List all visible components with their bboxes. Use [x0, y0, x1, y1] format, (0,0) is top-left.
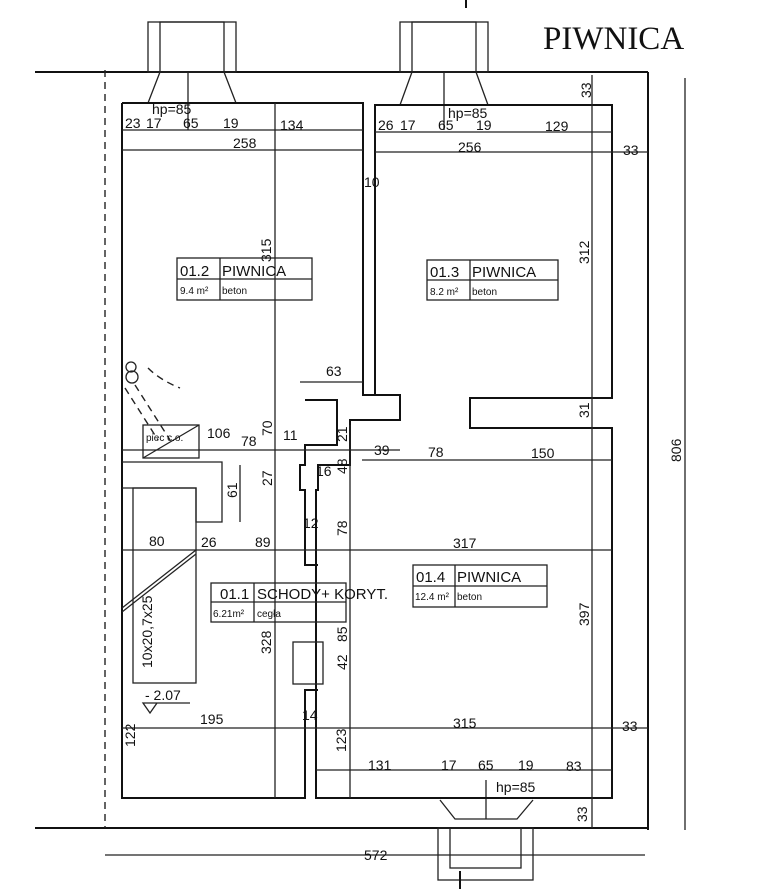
label-text: 572: [364, 847, 388, 863]
label-text: hp=85: [496, 779, 536, 795]
label-text: beton: [457, 592, 482, 603]
label-text: beton: [472, 287, 497, 298]
label-text: 17: [441, 757, 457, 773]
label-text: 397: [576, 602, 592, 626]
label-text: 134: [280, 117, 304, 133]
label-text: 01.1: [220, 586, 249, 603]
label-text: 16: [316, 463, 332, 479]
label-text: 21: [334, 426, 350, 442]
label-text: 17: [400, 117, 416, 133]
label-text: 01.2: [180, 263, 209, 280]
label-text: 10: [364, 174, 380, 190]
label-text: 65: [183, 115, 199, 131]
stove-co: [124, 361, 200, 459]
page-title: PIWNICA: [543, 21, 684, 57]
label-text: 17: [146, 115, 162, 131]
label-text: 01.3: [430, 264, 459, 281]
label-text: 6.21m²: [213, 609, 245, 620]
label-text: 123: [333, 728, 349, 752]
level-marker: - 2.07: [141, 687, 190, 715]
label-text: beton: [222, 286, 247, 297]
label-text: 11: [283, 427, 298, 443]
label-text: hp=85: [152, 101, 192, 117]
label-text: 19: [223, 115, 239, 131]
label-text: 31: [576, 402, 592, 418]
label-text: 78: [428, 444, 444, 460]
label-text: 195: [200, 711, 224, 727]
label-text: 78: [241, 433, 257, 449]
label-text: 129: [545, 118, 569, 134]
room-label-01-4: 01.4 PIWNICA 12.4 m² beton: [412, 564, 548, 608]
label-text: 328: [258, 630, 274, 654]
dimension-texts: 23 17 65 19 134 258 hp=85 26 17 65 19 12…: [122, 82, 684, 863]
dimension-lines: [105, 75, 686, 856]
label-text: 8.2 m²: [430, 287, 459, 298]
stairs-label: 10x20,7x25: [139, 595, 155, 668]
label-text: 14: [302, 707, 318, 723]
label-text: 65: [478, 757, 494, 773]
label-text: 19: [518, 757, 534, 773]
room-label-01-1: 01.1 SCHODY+ KORYT. 6.21m² cegła: [210, 582, 388, 623]
label-text: 48: [334, 458, 350, 474]
label-text: 9.4 m²: [180, 286, 209, 297]
label-text: 122: [122, 723, 138, 747]
label-text: PIWNICA: [457, 569, 521, 586]
outer-walls: [35, 70, 649, 830]
label-text: 33: [578, 82, 594, 98]
label-text: SCHODY+ KORYT.: [257, 586, 388, 603]
label-text: 27: [259, 470, 275, 486]
label-text: 19: [476, 117, 492, 133]
label-text: 70: [259, 420, 275, 436]
label-text: 61: [224, 482, 240, 498]
label-text: 26: [201, 534, 217, 550]
label-text: 12.4 m²: [415, 592, 450, 603]
label-text: 150: [531, 445, 555, 461]
label-text: 63: [326, 363, 342, 379]
label-text: 65: [438, 117, 454, 133]
label-text: PIWNICA: [222, 263, 286, 280]
label-text: 256: [458, 139, 482, 155]
label-text: 12: [303, 515, 319, 531]
label-text: 85: [334, 626, 350, 642]
label-text: 42: [334, 654, 350, 670]
label-text: 315: [258, 238, 274, 262]
label-text: 33: [623, 142, 639, 158]
label-text: 315: [453, 715, 477, 731]
label-text: 78: [334, 520, 350, 536]
label-text: 39: [374, 442, 390, 458]
window-wells: [147, 0, 534, 889]
label-text: 80: [149, 533, 165, 549]
label-text: 131: [368, 757, 392, 773]
label-text: 83: [566, 758, 582, 774]
label-text: 806: [668, 438, 684, 462]
label-text: - 2.07: [145, 687, 181, 703]
label-text: cegła: [257, 609, 281, 620]
inner-walls: [121, 102, 613, 799]
label-text: 33: [574, 806, 590, 822]
label-text: 26: [378, 117, 394, 133]
label-text: PIWNICA: [472, 264, 536, 281]
label-text: 01.4: [416, 569, 445, 586]
stove-label: piec c.o.: [146, 433, 183, 444]
room-label-01-2: 01.2 PIWNICA 9.4 m² beton: [176, 257, 313, 301]
label-text: 23: [125, 115, 141, 131]
label-text: 33: [622, 718, 638, 734]
label-text: hp=85: [448, 105, 488, 121]
label-text: 312: [576, 240, 592, 264]
label-text: 89: [255, 534, 271, 550]
room-label-01-3: 01.3 PIWNICA 8.2 m² beton: [426, 259, 559, 301]
label-text: 106: [207, 425, 231, 441]
label-text: 317: [453, 535, 477, 551]
label-text: 258: [233, 135, 257, 151]
